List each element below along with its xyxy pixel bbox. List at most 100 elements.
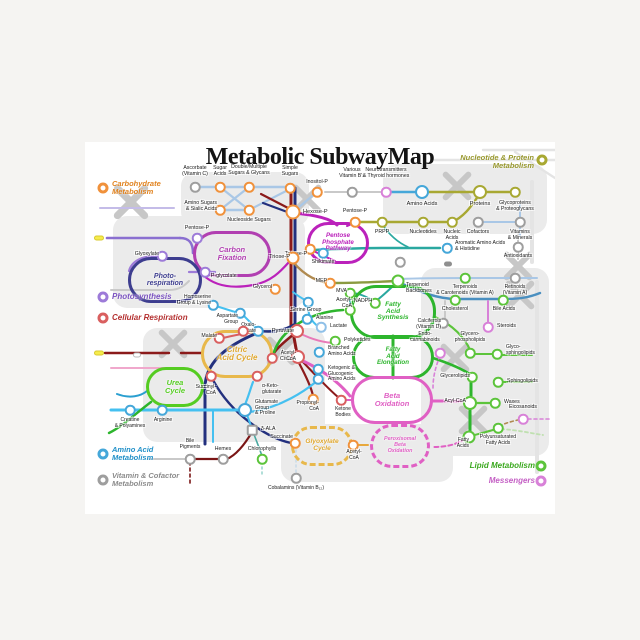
map-badge xyxy=(444,261,452,267)
station-dot-icon xyxy=(492,422,504,434)
station-label: Various Vitamin B's xyxy=(339,167,365,179)
station-dot-icon xyxy=(243,204,255,216)
legend-label: Nucleotide & Protein Metabolism xyxy=(460,153,534,171)
station-label: Citrate xyxy=(280,356,296,362)
station-dot-icon xyxy=(489,397,501,409)
metro-map: Carbon Fixation Photo- respiration Pento… xyxy=(85,142,555,514)
station-dot-icon xyxy=(491,348,503,360)
station-dot-icon xyxy=(313,346,325,358)
legend-dot-icon xyxy=(97,182,109,194)
metro-line xyxy=(271,308,345,357)
station-label: Hemes xyxy=(214,446,232,452)
station-dot-icon xyxy=(394,256,406,268)
station-dot-icon xyxy=(463,396,477,410)
pathway-loop: Carbon Fixation xyxy=(193,231,271,277)
station-label: Serine Group xyxy=(290,307,322,313)
legend-dot-icon xyxy=(535,475,547,487)
station-label: Glycerol xyxy=(252,284,272,290)
station-dot-icon xyxy=(156,250,168,262)
station-label: Acetyl- CoA xyxy=(280,350,296,362)
legend-label: Lipid Metabolism xyxy=(469,461,535,470)
station-label: Glutamate Group & Proline xyxy=(255,399,279,417)
station-label: NADPH xyxy=(353,298,372,304)
station-dot-icon xyxy=(441,242,453,254)
metro-line xyxy=(107,400,153,435)
metro-line xyxy=(259,192,292,211)
station-label: Amino Sugars & Sialic Acids xyxy=(184,200,217,212)
station-label: Lactate xyxy=(330,323,348,329)
station-label: Cholesterol xyxy=(441,306,469,312)
station-dot-icon xyxy=(214,181,226,193)
legend-dot-icon xyxy=(97,474,109,486)
station-label: δ-ALA xyxy=(261,426,276,432)
legend-dot-icon xyxy=(536,154,548,166)
station-dot-icon xyxy=(464,347,476,359)
station-dot-icon xyxy=(335,394,347,406)
station-label: Glyoxylate xyxy=(134,251,159,257)
station-label: Creatine & Polyamines xyxy=(114,417,146,429)
station-label: Succinate xyxy=(270,434,293,440)
station-dot-icon xyxy=(376,216,388,228)
station-label: Bile Pigments xyxy=(179,438,201,450)
station-label: Sphingolipids xyxy=(507,378,538,384)
station-label: Cofactors xyxy=(466,229,490,235)
station-dot-icon xyxy=(217,453,229,465)
metro-line xyxy=(201,260,291,288)
station-dot-icon xyxy=(251,370,263,382)
station-dot-icon xyxy=(514,216,526,228)
station-label: Simple Sugars xyxy=(281,165,299,177)
pathway-loop-label: Photo- respiration xyxy=(146,272,184,287)
station-dot-icon xyxy=(246,424,258,436)
station-label: Homoserine Group & Lysine xyxy=(176,294,211,306)
station-dot-icon xyxy=(329,335,341,347)
station-dot-icon xyxy=(290,472,302,484)
station-dot-icon xyxy=(307,393,319,405)
station-label: Glycero- phospholipids xyxy=(454,331,486,343)
station-dot-icon xyxy=(517,413,529,425)
station-label: Neurotransmitters & Thyroid hormones xyxy=(362,167,410,179)
input-pill xyxy=(94,235,104,241)
station-dot-icon xyxy=(462,430,476,444)
station-dot-icon xyxy=(349,216,361,228)
station-label: Nucleoside Sugars xyxy=(227,217,271,223)
metro-line xyxy=(116,390,148,398)
station-label: Antioxidants xyxy=(503,253,533,259)
station-label: Pyruvate xyxy=(271,328,294,334)
station-dot-icon xyxy=(344,304,356,316)
station-dot-icon xyxy=(317,247,329,259)
station-dot-icon xyxy=(290,324,304,338)
station-dot-icon xyxy=(237,325,249,337)
station-label: Amino Acids xyxy=(406,201,438,207)
station-label: Ketone Bodies xyxy=(335,406,351,418)
station-dot-icon xyxy=(497,294,509,306)
station-label: Nucleotides xyxy=(409,229,437,235)
station-dot-icon xyxy=(315,321,327,333)
station-dot-icon xyxy=(184,453,196,465)
station-label: Cobalamins (Vitamin B₁₂) xyxy=(267,485,325,491)
station-dot-icon xyxy=(266,352,278,364)
station-dot-icon xyxy=(286,251,300,265)
station-dot-icon xyxy=(238,403,252,417)
station-label: Proteins xyxy=(469,201,491,207)
pathway-loop-label: Pentose Phosphate Pathway xyxy=(322,232,354,253)
station-dot-icon xyxy=(492,376,504,388)
station-label: Propionyl- CoA xyxy=(296,400,319,412)
station-dot-icon xyxy=(472,216,484,228)
station-dot-icon xyxy=(324,277,336,289)
station-label: Branched Amino Acids xyxy=(328,345,356,357)
station-label: Ascorbate (Vitamin C) xyxy=(182,165,208,177)
station-dot-icon xyxy=(269,283,281,295)
station-label: Retinoids (Vitamin A) xyxy=(502,284,528,296)
legend-dot-icon xyxy=(97,312,109,324)
station-label: Sugar Acids xyxy=(213,165,227,177)
metro-line xyxy=(513,150,555,180)
legend-label: Cellular Respiration xyxy=(112,313,188,322)
station-dot-icon xyxy=(207,299,219,311)
station-label: Acyl-CoA xyxy=(444,398,466,404)
station-dot-icon xyxy=(446,216,458,228)
station-dot-icon xyxy=(434,347,446,359)
pathway-loop-label: Citric Acid Cycle xyxy=(216,344,258,362)
input-pill xyxy=(94,350,104,356)
station-label: Pentose-P xyxy=(184,225,210,231)
station-label: Pentose-P xyxy=(342,208,368,214)
